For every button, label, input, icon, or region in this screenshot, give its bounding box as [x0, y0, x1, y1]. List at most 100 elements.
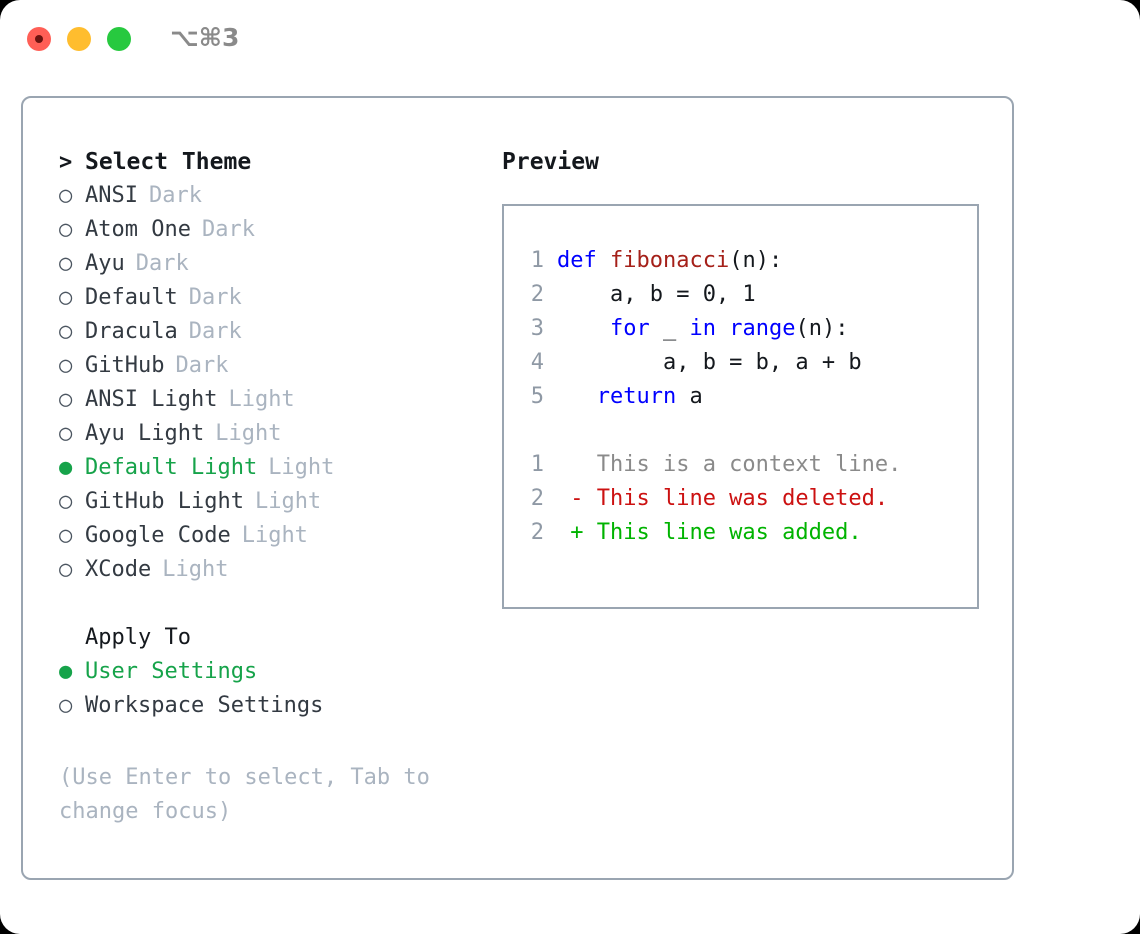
theme-variant-badge: Light [215, 421, 282, 446]
code-line: 3 for _ in range(n): [522, 316, 977, 350]
radio-unselected-icon: ○ [59, 387, 73, 412]
code-token-plain [557, 316, 610, 341]
code-token-kw: range [729, 316, 796, 341]
code-token-plain: a, b = 0, 1 [557, 282, 756, 307]
select-theme-heading: > Select Theme [59, 149, 489, 183]
theme-option-label: Atom One [85, 217, 191, 242]
code-token-plain: (n): [795, 316, 849, 341]
code-line: 4 a, b = b, a + b [522, 350, 977, 384]
diff-preview: 1 This is a context line.2 - This line w… [522, 452, 977, 554]
theme-option-label: ANSI Light [85, 387, 218, 412]
code-line-text: a, b = 0, 1 [557, 282, 756, 307]
apply-to-heading: Apply To [85, 625, 191, 650]
code-token-kw: for [609, 316, 650, 341]
code-token-plain [716, 316, 729, 341]
apply-to-option-workspace-settings[interactable]: ○Workspace Settings [59, 693, 489, 727]
code-token-fn: fibonacci [609, 248, 730, 273]
apply-to-option-label: Workspace Settings [85, 693, 324, 718]
code-token-plain: a [676, 384, 703, 409]
code-token-kw: def [557, 248, 610, 273]
minimize-window-button[interactable] [67, 27, 91, 51]
preview-heading: Preview [502, 149, 599, 175]
maximize-window-button[interactable] [107, 27, 131, 51]
code-token-kw: return [596, 384, 677, 409]
diff-line-context: 1 This is a context line. [522, 452, 977, 486]
theme-option-default-light[interactable]: ● Default Light Light [59, 455, 489, 489]
select-theme-heading-label: Select Theme [85, 149, 252, 175]
code-token-plain: a, b = b, a + b [557, 350, 862, 375]
radio-unselected-icon: ○ [59, 557, 73, 582]
theme-option-label: Dracula [85, 319, 178, 344]
theme-option-ayu-light[interactable]: ○ Ayu Light Light [59, 421, 489, 455]
line-number: 1 [530, 452, 544, 477]
theme-option-ansi-light[interactable]: ○ ANSI Light Light [59, 387, 489, 421]
line-number: 3 [530, 316, 544, 341]
line-number: 2 [530, 282, 544, 307]
apply-to-option-user-settings[interactable]: ●User Settings [59, 659, 489, 693]
theme-variant-badge: Dark [175, 353, 229, 378]
code-line-text: for _ in range(n): [557, 316, 848, 341]
diff-line-text: This is a context line. [557, 452, 902, 477]
close-window-button[interactable] [27, 27, 51, 51]
theme-variant-badge: Dark [188, 285, 242, 310]
radio-unselected-icon: ○ [59, 319, 73, 344]
theme-variant-badge: Light [254, 489, 322, 514]
theme-option-label: ANSI [85, 183, 138, 208]
code-token-plain [557, 384, 597, 409]
line-number: 1 [530, 248, 544, 273]
code-token-kw: in [689, 316, 716, 341]
theme-option-label: Default Light [85, 455, 258, 480]
theme-variant-badge: Dark [148, 183, 202, 208]
code-line: 5 return a [522, 384, 977, 418]
line-number: 5 [530, 384, 544, 409]
code-token-plain: (n): [729, 248, 783, 273]
diff-line-text: + This line was added. [557, 520, 862, 545]
code-line: 2 a, b = 0, 1 [522, 282, 977, 316]
theme-option-xcode[interactable]: ○ XCode Light [59, 557, 489, 591]
radio-selected-icon: ● [59, 659, 73, 684]
theme-variant-badge: Light [268, 455, 335, 480]
theme-option-label: Ayu Light [85, 421, 205, 446]
theme-option-label: GitHub [85, 353, 165, 378]
code-line-text: a, b = b, a + b [557, 350, 862, 375]
apply-to-list: ●User Settings○Workspace Settings [59, 659, 489, 727]
theme-option-label: GitHub Light [85, 489, 244, 514]
radio-unselected-icon: ○ [59, 489, 73, 514]
list-spacer [59, 591, 489, 625]
prompt-caret-icon: > [59, 150, 73, 175]
code-line-text: return a [557, 384, 703, 409]
radio-unselected-icon: ○ [59, 523, 73, 548]
theme-variant-badge: Light [228, 387, 295, 412]
line-number: 4 [530, 350, 544, 375]
code-token-plain: _ [649, 316, 690, 341]
theme-option-label: Ayu [85, 251, 125, 276]
diff-line-add: 2 + This line was added. [522, 520, 977, 554]
line-number: 2 [530, 486, 544, 511]
title-bar: ⌥⌘3 [0, 0, 1140, 78]
diff-line-text: - This line was deleted. [557, 486, 889, 511]
theme-variant-badge: Light [162, 557, 229, 582]
diff-line-del: 2 - This line was deleted. [522, 486, 977, 520]
radio-unselected-icon: ○ [59, 285, 73, 310]
code-spacer [522, 418, 977, 452]
radio-unselected-icon: ○ [59, 217, 73, 242]
theme-option-dracula[interactable]: ○ Dracula Dark [59, 319, 489, 353]
radio-selected-icon: ● [59, 455, 73, 480]
theme-option-github-light[interactable]: ○ GitHub Light Light [59, 489, 489, 523]
theme-variant-badge: Dark [135, 251, 189, 276]
theme-option-label: XCode [85, 557, 152, 582]
radio-unselected-icon: ○ [59, 421, 73, 446]
theme-variant-badge: Dark [188, 319, 242, 344]
